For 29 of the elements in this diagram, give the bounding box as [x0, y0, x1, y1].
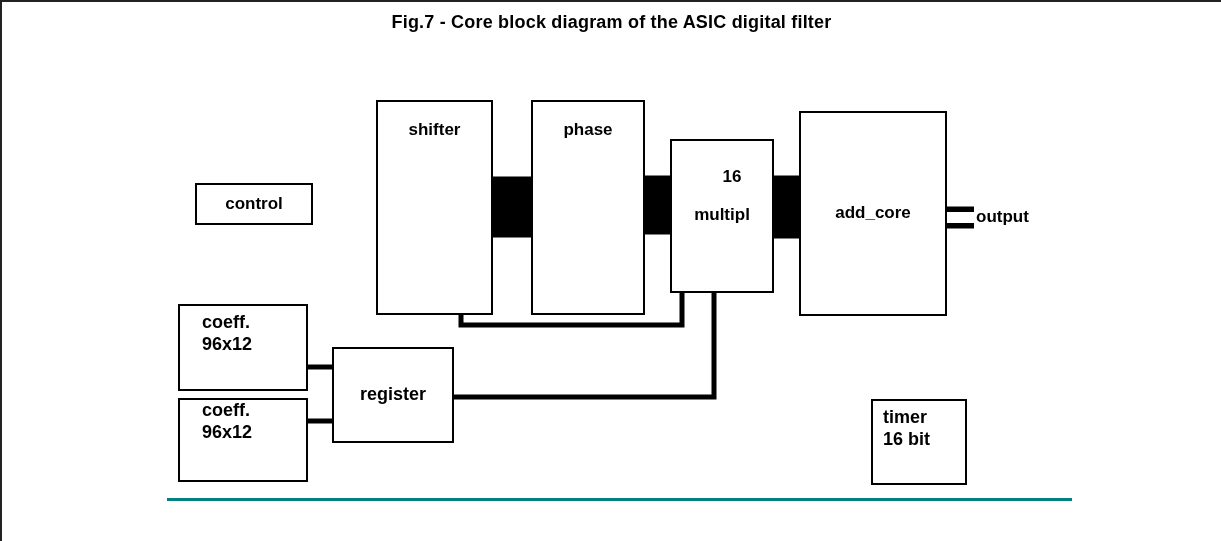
block-label: timer 16 bit [883, 407, 931, 451]
connector-line [458, 293, 685, 328]
block-label: coeff. 96x12 [202, 312, 254, 356]
bus-connector [493, 176, 531, 238]
diagram-title: Fig.7 - Core block diagram of the ASIC digital filter [390, 12, 833, 33]
block-box [178, 304, 308, 391]
output-label: output [976, 206, 1029, 228]
block-box [871, 399, 967, 485]
block-box [670, 139, 774, 293]
block-label: control [225, 193, 283, 215]
block-box [178, 398, 308, 482]
connector-line [454, 293, 717, 400]
block-box [195, 183, 313, 225]
connector-line [308, 364, 332, 370]
block-box [799, 111, 947, 316]
block-label: phase [563, 120, 613, 141]
block-label: shifter [408, 120, 461, 141]
connector-line [308, 418, 332, 424]
block-label: multipl [694, 205, 750, 226]
bus-connector [774, 175, 799, 239]
block-label: add_core [835, 203, 911, 224]
bus-connector [645, 175, 670, 235]
block-label: coeff. 96x12 [202, 400, 254, 444]
block-box [376, 100, 493, 315]
block-box [332, 347, 454, 443]
bus-connector [947, 206, 974, 229]
block-label: register [359, 384, 426, 406]
block-box [531, 100, 645, 315]
block-label: 16 [722, 167, 742, 188]
